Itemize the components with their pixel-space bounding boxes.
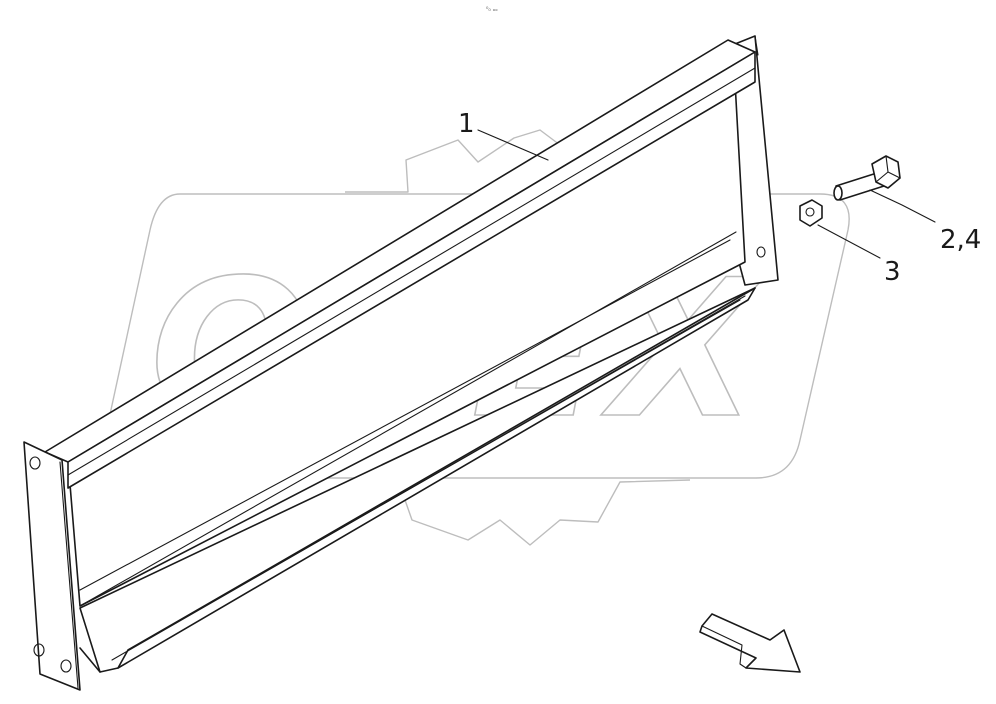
left-plate-hole-top: [29, 456, 41, 470]
nut-body: [799, 199, 823, 227]
right-plate-hole: [756, 246, 766, 258]
leader-2-4: [869, 189, 936, 223]
frame-assembly: [23, 35, 779, 691]
callout-1: 1: [458, 109, 475, 139]
left-plate-hole-bottom: [60, 659, 72, 673]
left-plate-hole-mid: [33, 643, 45, 657]
callout-3: 3: [884, 257, 901, 287]
leader-3: [817, 224, 881, 259]
top-rail-front-face: [67, 51, 756, 489]
direction-arrow-icon: [699, 613, 801, 673]
bolt-tip: [833, 185, 843, 201]
callout-2-4: 2,4: [940, 225, 981, 255]
nut: [799, 199, 823, 227]
top-mark: ⁰₀ ₒₒ: [486, 6, 498, 13]
bolt: [833, 155, 901, 201]
left-end-plate: [23, 441, 81, 691]
leader-1: [477, 129, 549, 161]
watermark-badge: [101, 193, 850, 479]
bottom-trough: [79, 287, 756, 673]
nut-hole: [805, 207, 815, 217]
leader-lines: [477, 129, 936, 259]
